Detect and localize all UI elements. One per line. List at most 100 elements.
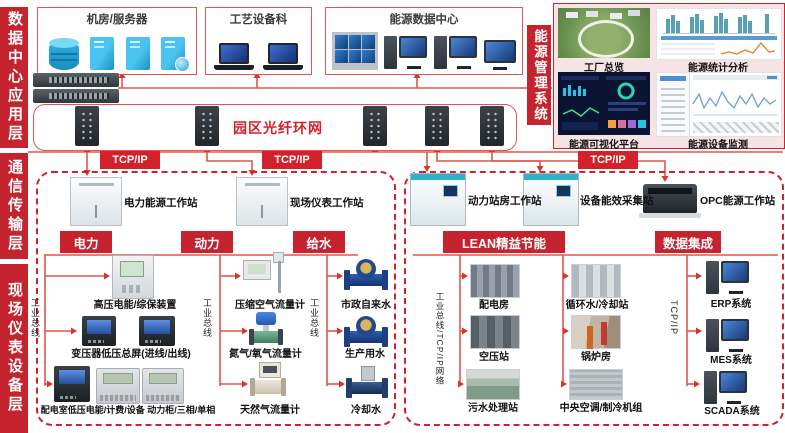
hv-meter-label: 高压电能/综保装置 — [93, 300, 177, 311]
bus-label: 工业总线 — [309, 298, 319, 338]
process-dept-box: 工艺设备科 — [205, 7, 312, 75]
production-water-label: 生产用水 — [345, 349, 385, 360]
visual-platform-thumbnail — [558, 72, 650, 135]
energy-stats-caption: 能源统计分析 — [688, 63, 748, 74]
erp-system-label: ERP系统 — [710, 299, 752, 310]
nitrogen-oxygen-meter-icon — [249, 312, 283, 346]
compressed-air-meter-icon — [243, 252, 291, 298]
industrial-switch-icon — [480, 106, 504, 146]
natural-gas-label: 天然气流量计 — [240, 405, 300, 416]
database-icon — [49, 38, 80, 70]
web-server-icon — [160, 37, 190, 72]
laptop-icon — [262, 43, 303, 70]
video-wall-icon — [332, 32, 378, 70]
device-monitor-caption: 能源设备监测 — [688, 140, 748, 151]
field-meter-workstation-label: 现场仪表工作站 — [290, 197, 364, 209]
power-energy-workstation-icon — [70, 177, 122, 226]
bus-label: 工业总线 — [202, 298, 212, 338]
scada-system-icon — [704, 368, 748, 405]
tcpip-tag: TCP/IP — [578, 151, 638, 169]
dist-room-meter-icon — [54, 366, 90, 402]
sewage-station-label: 污水处理站 — [468, 403, 518, 414]
industrial-switch-icon — [75, 106, 99, 146]
layer-banner-communication: 通信传输层 — [0, 153, 28, 259]
opc-workstation-label: OPC能源工作站 — [700, 195, 776, 207]
municipal-water-label: 市政自来水 — [341, 300, 391, 311]
din-meter-icon — [142, 368, 184, 404]
factory-overview-caption: 工厂总览 — [584, 63, 624, 74]
category-integration: 数据集成 — [655, 231, 721, 253]
production-water-meter-icon — [344, 311, 388, 349]
server-room-title: 机房/服务器 — [86, 14, 148, 26]
central-ac-label: 中央空调/制冷机组 — [559, 403, 643, 414]
municipal-water-meter-icon — [344, 254, 388, 294]
workstation-pc-icon — [384, 33, 428, 70]
category-water: 给水 — [293, 231, 345, 253]
boiler-room-photo — [571, 315, 621, 349]
bus-label: 工业总线 — [30, 298, 40, 338]
visual-mini-dashboard — [561, 76, 646, 130]
category-power: 电力 — [60, 231, 112, 253]
power-dist-room-label: 配电房 — [479, 300, 509, 311]
power-energy-workstation-label: 电力能源工作站 — [124, 197, 198, 209]
field-zone-left — [36, 171, 396, 426]
power-station-workstation-icon — [410, 173, 466, 226]
boiler-room-label: 锅炉房 — [581, 352, 611, 363]
monitor-mini-chart — [692, 90, 777, 116]
transformer-panel-meter-icon — [139, 316, 175, 346]
hv-meter-icon — [112, 255, 154, 299]
opc-gateway-icon — [639, 184, 701, 218]
visual-platform-caption: 能源可视化平台 — [569, 140, 639, 151]
server-room-box: 机房/服务器 — [37, 7, 197, 75]
erp-system-icon — [706, 258, 750, 295]
industrial-switch-icon — [425, 106, 449, 146]
circulating-water-photo — [571, 264, 621, 298]
category-lean: LEAN精益节能 — [443, 231, 565, 253]
laptop-icon — [214, 43, 255, 70]
field-meter-workstation-icon — [236, 177, 288, 226]
category-dynamics: 动力 — [181, 231, 233, 253]
power-station-workstation-label: 动力站房工作站 — [468, 195, 542, 207]
tcpip-tag: TCP/IP — [262, 151, 322, 169]
device-monitor-thumbnail — [656, 72, 782, 137]
sewage-station-photo — [466, 369, 520, 400]
factory-overview-thumbnail — [558, 8, 650, 58]
central-ac-photo — [569, 369, 623, 400]
natural-gas-meter-icon — [250, 362, 286, 402]
layer-banner-datacenter: 数据中心应用层 — [0, 7, 28, 148]
transformer-panel-meter-icon — [82, 316, 116, 346]
fiber-ring-label: 园区光纤环网 — [233, 120, 323, 136]
mes-system-label: MES系统 — [710, 355, 752, 366]
bus-label-tcpip-network: 工业总线/TCP/IP网络 — [435, 292, 445, 386]
air-compressor-label: 空压站 — [479, 352, 509, 363]
dist-room-meters-label: 配电室低压电能/计费/设备 动力柜/三相/单相 — [40, 405, 216, 415]
din-meter-icon — [96, 368, 140, 404]
energy-data-center-box: 能源数据中心 — [325, 7, 523, 75]
air-compressor-photo — [470, 315, 520, 349]
scada-system-label: SCADA系统 — [704, 406, 760, 417]
monitor-icon — [484, 40, 516, 70]
nitrogen-oxygen-label: 氮气/氧气流量计 — [229, 349, 302, 360]
transformer-panel-label: 变压器低压总屏(进线/出线) — [71, 349, 191, 360]
energy-stats-thumbnail — [656, 8, 782, 60]
efficiency-collect-station-label: 设备能效采集站 — [580, 195, 654, 207]
power-dist-room-photo — [470, 264, 520, 298]
server-icon — [90, 37, 115, 70]
mes-system-icon — [706, 316, 750, 353]
circulating-water-label: 循环水/冷却站 — [565, 300, 629, 311]
compressed-air-label: 压缩空气流量计 — [235, 300, 305, 311]
energy-data-center-title: 能源数据中心 — [389, 14, 459, 26]
layer-banner-field-devices: 现场仪表设备层 — [0, 264, 28, 433]
stats-mini-chart — [661, 13, 777, 55]
industrial-switch-icon — [363, 106, 387, 146]
core-switch-rack-icon — [33, 73, 119, 105]
workstation-pc-icon — [434, 33, 478, 70]
tcpip-tag: TCP/IP — [100, 151, 160, 169]
process-dept-title: 工艺设备科 — [229, 14, 288, 26]
industrial-switch-icon — [195, 106, 219, 146]
cooling-water-meter-icon — [346, 366, 388, 400]
server-icon — [125, 37, 150, 70]
ems-banner: 能源管理系统 — [527, 25, 551, 125]
bus-label-tcpip: TCP/IP — [669, 300, 679, 336]
